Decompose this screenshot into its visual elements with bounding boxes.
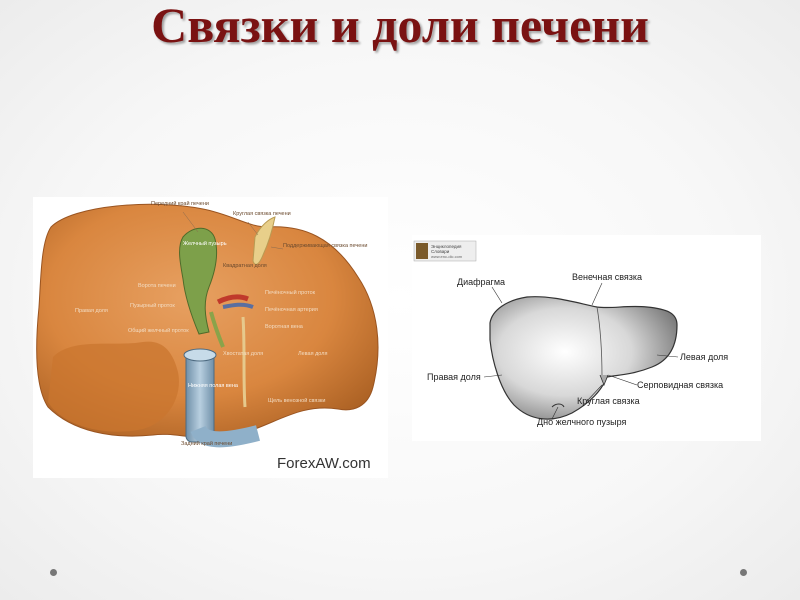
portal-vein-shape (222, 302, 254, 309)
label-round-ligament: Круглая связка печени (233, 211, 291, 217)
label-falciform-ligament: Серповидная связка (637, 380, 723, 390)
label-coronary-ligament: Венечная связка (572, 272, 642, 282)
label-ivc: Нижняя полая вена (188, 383, 239, 389)
label-portal: Ворота печени (138, 283, 176, 289)
page-title: Связки и доли печени (151, 0, 649, 53)
label-diaphragm: Диафрагма (457, 277, 505, 287)
hepatic-artery-shape (216, 294, 249, 305)
label-gallbladder-fundus: Дно желчного пузыря (537, 417, 626, 427)
label-left-lobe: Левая доля (298, 351, 327, 357)
label-right-lobe: Правая доля (75, 308, 108, 314)
round-ligament-notch (599, 374, 609, 387)
ivc-opening (183, 348, 217, 362)
label-hepatic-duct: Печёночный проток (265, 289, 316, 296)
label-caudate-lobe: Хвостатая доля (223, 351, 263, 357)
round-ligament-shape (252, 216, 276, 265)
label-portal-vein: Воротная вена (265, 324, 304, 330)
watermark: ForexAW.com (277, 455, 371, 472)
decor-dot-left (50, 569, 57, 576)
label-cystic-duct: Пузырный проток (130, 302, 175, 309)
gallbladder-shape (179, 227, 218, 335)
falciform-line (596, 306, 603, 378)
label-ligamentum-venosum: Щель венозной связки (268, 397, 325, 404)
liver-anterior-illustration: Энциклопедия Словари www.enc-dic.com Диа… (413, 240, 728, 427)
label-right-lobe-r: Правая доля (427, 372, 481, 382)
encyclopedia-logo (413, 240, 477, 262)
label-posterior-edge: Задний край печени (181, 440, 232, 447)
liver-inferior-figure: Передний край печени Круглая связка пече… (33, 197, 388, 478)
liver-anterior-figure: Энциклопедия Словари www.enc-dic.com Диа… (412, 235, 761, 441)
decor-dot-right (740, 569, 747, 576)
logo-line2: Словари (431, 249, 450, 254)
label-left-lobe-r: Левая доля (680, 352, 728, 362)
gallbladder-fundus-shape (551, 403, 565, 408)
hepatic-duct-shape (209, 311, 225, 348)
label-front-edge: Передний край печени (151, 200, 209, 207)
label-suspensory-ligament: Поддерживающая связка печени (283, 243, 367, 249)
fissure-line (241, 316, 247, 408)
logo-line1: Энциклопедия (431, 244, 462, 249)
liver-inferior-illustration: Передний край печени Круглая связка пече… (36, 200, 379, 448)
label-common-bile-duct: Общий желчный проток (128, 327, 189, 334)
label-hepatic-artery: Печёночная артерия (265, 307, 318, 313)
ivc-bend (190, 425, 260, 448)
label-round-ligament-r: Круглая связка (577, 396, 640, 406)
label-quadrate-lobe: Квадратная доля (223, 263, 267, 269)
liver-lower-lobe (48, 341, 179, 432)
logo-line3: www.enc-dic.com (431, 254, 463, 259)
label-gallbladder: Желчный пузырь (183, 240, 227, 247)
